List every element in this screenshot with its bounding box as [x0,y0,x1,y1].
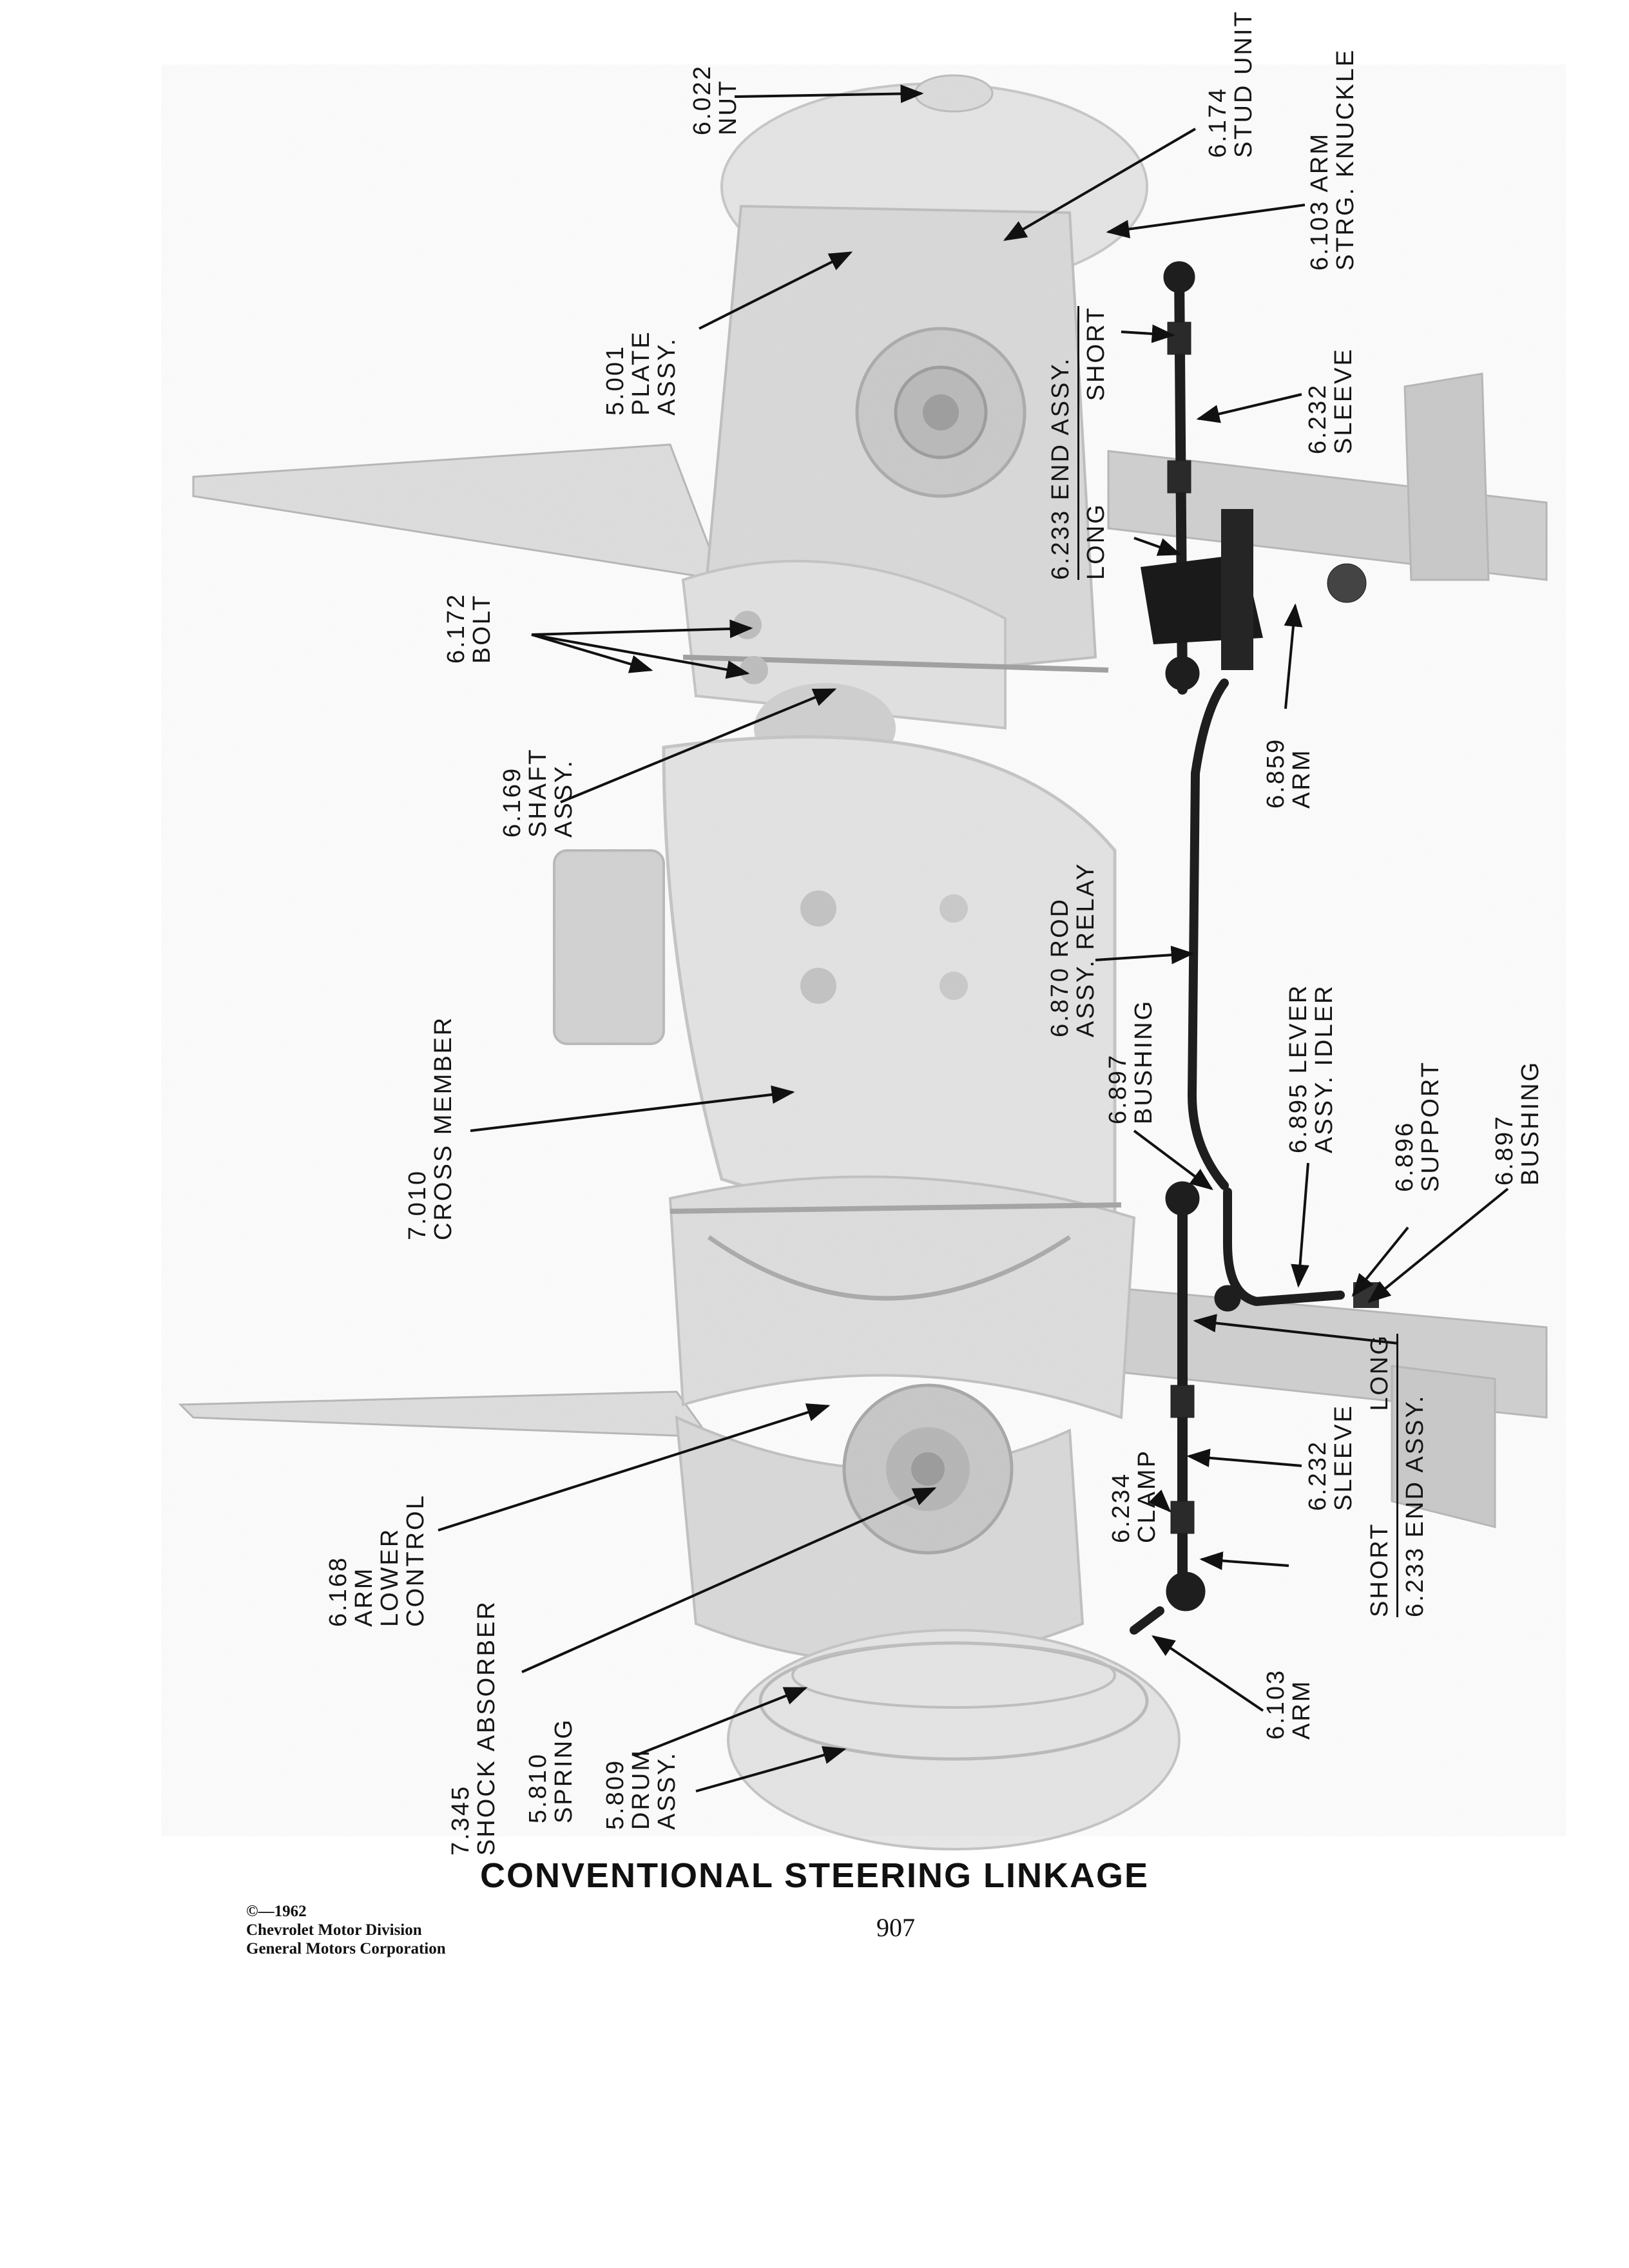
end-assy-top-box: 6.233 END ASSY. LONG SHORT [1044,306,1113,580]
figure-caption: CONVENTIONAL STEERING LINKAGE [479,1856,1150,1895]
end-assy-bottom-box: SHORT LONG 6.233 END ASSY. [1363,1334,1432,1617]
label-idler-lever: 6.895 LEVER ASSY. IDLER [1285,983,1338,1153]
label-arm-steering-knuckle: 6.103 ARM STRG. KNUCKLE [1306,48,1359,271]
end-assy-top-long: LONG [1083,503,1110,580]
end-assy-bottom-long: LONG [1366,1334,1393,1411]
end-assy-bottom-title: 6.233 END ASSY. [1402,1394,1429,1617]
end-assy-top-title: 6.233 END ASSY. [1047,356,1074,580]
end-assy-top-short: SHORT [1083,306,1110,401]
callout-arrows [438,84,1509,1792]
end-assy-bottom-short: SHORT [1366,1522,1393,1617]
label-relay-rod: 6.870 ROD ASSY. RELAY [1046,861,1099,1037]
page-number: 907 [876,1913,915,1942]
copyright-notice: ©—1962 Chevrolet Motor Division General … [246,1903,446,1957]
